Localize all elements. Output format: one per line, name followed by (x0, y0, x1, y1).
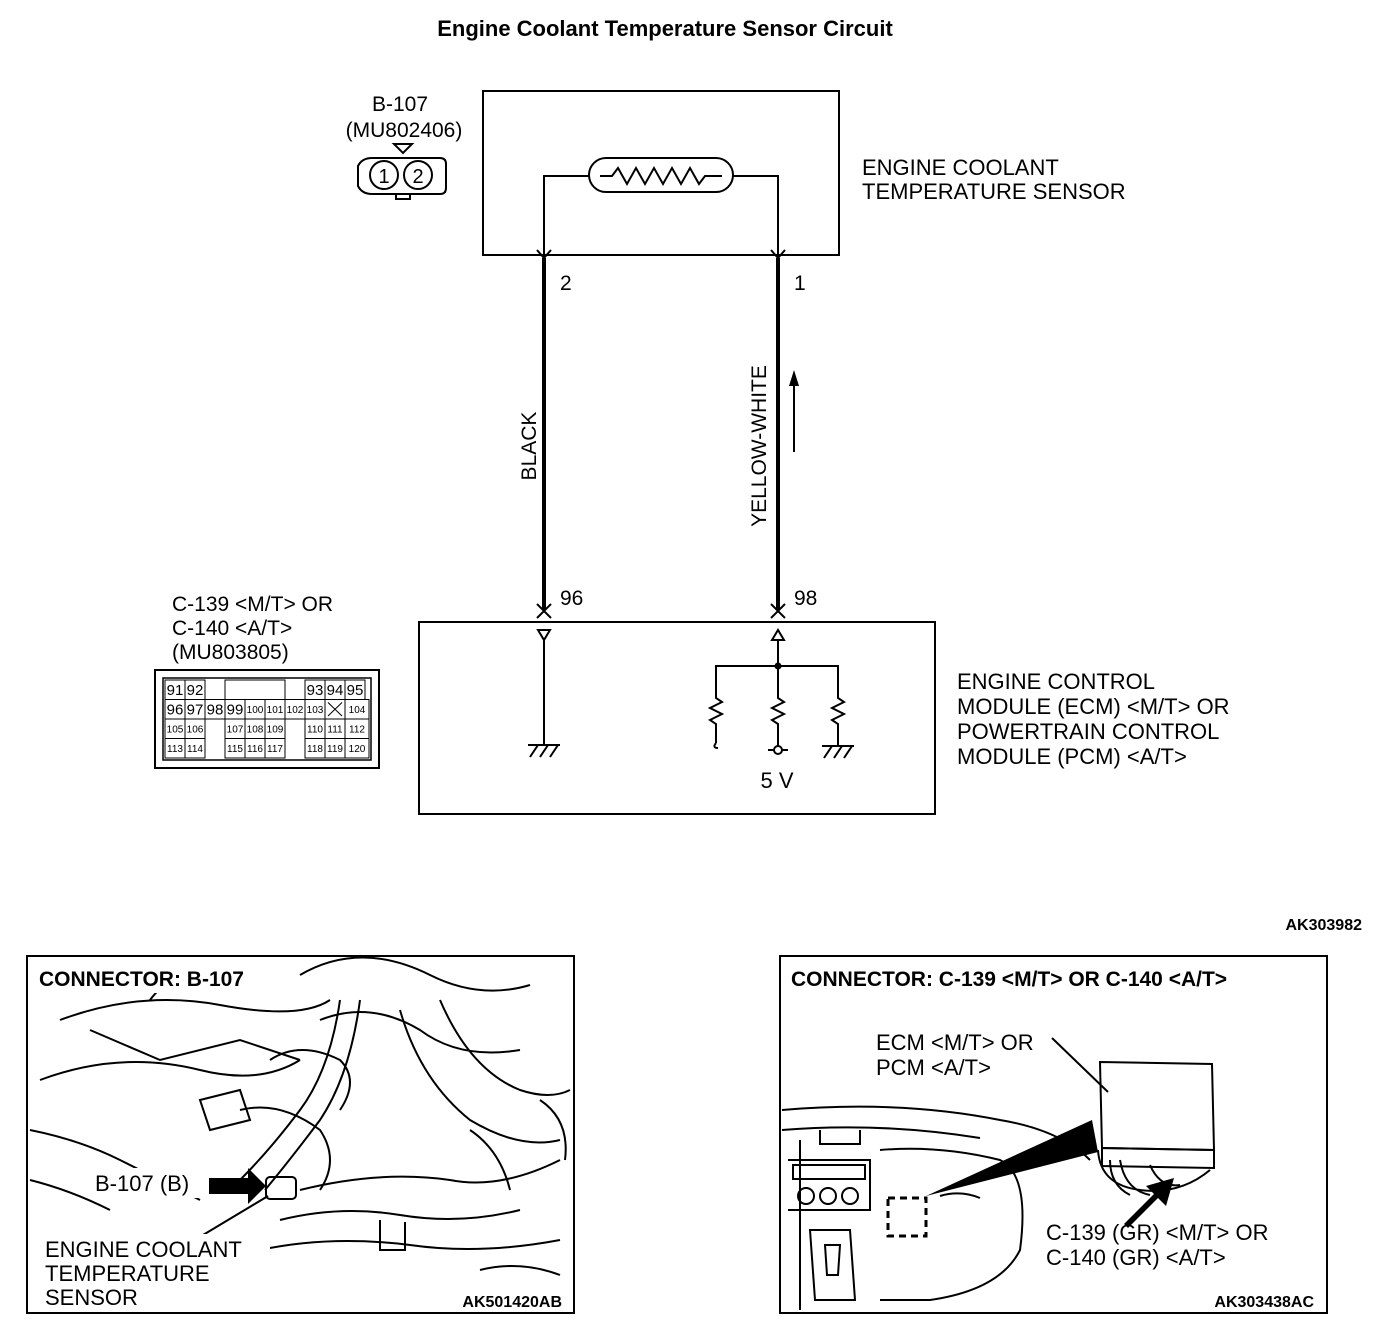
sensor-label-line: TEMPERATURE SENSOR (862, 179, 1126, 204)
sensor-internal-wire (543, 175, 590, 258)
wire-color-label: YELLOW-WHITE (748, 365, 771, 527)
pin-number: 97 (187, 702, 204, 719)
pin-number: 112 (349, 724, 365, 735)
unused-pin-icon (327, 702, 343, 717)
engine-bay-illustration (29, 956, 571, 1281)
sensor-connector-part: (MU802406) (346, 119, 463, 142)
sensor-location-label: ENGINE COOLANT (45, 1237, 242, 1262)
pin-number: 93 (307, 682, 324, 699)
ground-icon (822, 745, 854, 759)
sensor-box (482, 90, 840, 256)
pin-number: 109 (267, 724, 284, 735)
sensor-internal-wire (732, 175, 779, 258)
pin-number: 99 (227, 702, 244, 719)
module-connector-line: C-140 <A/T> (172, 617, 292, 640)
supply-voltage: 5 V (760, 768, 793, 793)
sensor-pin-number: 1 (794, 272, 806, 295)
pin-number: 101 (267, 705, 284, 716)
module-location-marker (886, 1196, 928, 1238)
thermistor-symbol (588, 157, 734, 193)
sensor-connector-id: B-107 (372, 93, 428, 116)
sensor-pin-number: 2 (560, 272, 572, 295)
terminal-marker (536, 609, 552, 619)
zoom-wedge (926, 1120, 1098, 1196)
pin-number: 114 (187, 744, 203, 755)
module-label-line: MODULE (ECM) <M/T> OR (957, 694, 1230, 719)
pin-number: 100 (247, 705, 264, 716)
current-direction-arrow-icon (789, 370, 799, 452)
sensor-location-label: TEMPERATURE (45, 1261, 210, 1286)
pin-number: 103 (307, 705, 324, 716)
callout-label: B-107 (B) (95, 1171, 189, 1196)
module-connector-line: (MU803805) (172, 641, 289, 664)
connector-location-label: C-139 (GR) <M/T> OR (1046, 1220, 1268, 1245)
pin-number: 116 (247, 744, 263, 755)
module-label-line: MODULE (PCM) <A/T> (957, 744, 1187, 769)
pin-number: 120 (349, 744, 366, 755)
pin-number: 108 (247, 724, 264, 735)
sensor-connector: B-107 (MU802406) 1 2 (346, 93, 463, 200)
module-internal-circuit (528, 628, 854, 759)
terminal-marker (770, 609, 786, 619)
pin-number: 119 (327, 744, 343, 755)
pin-number: 96 (167, 702, 184, 719)
pin-number: 107 (227, 724, 244, 735)
connector-housing (357, 157, 447, 195)
panel-code: AK303438AC (1214, 1294, 1314, 1311)
sensor-location-label: SENSOR (45, 1285, 138, 1310)
pin-number: 110 (307, 724, 323, 735)
pin-number: 92 (187, 682, 204, 699)
pin-number: 115 (227, 744, 243, 755)
module-label-line: ENGINE CONTROL (957, 669, 1155, 694)
connector-location-label: C-140 (GR) <A/T> (1046, 1245, 1226, 1270)
module-box (418, 621, 936, 815)
connector-key-icon (391, 143, 415, 155)
module-label-line: POWERTRAIN CONTROL (957, 719, 1219, 744)
pointer-arrow-icon (1124, 1178, 1174, 1228)
panel-code: AK501420AB (462, 1294, 562, 1311)
pin-number: 105 (167, 724, 184, 735)
pin-number: 95 (347, 682, 364, 699)
connector-c139-panel: CONNECTOR: C-139 <M/T> OR C-140 <A/T> EC… (779, 955, 1328, 1314)
panel-heading: CONNECTOR: B-107 (39, 968, 244, 991)
connector-b107-panel: CONNECTOR: B-107 B-107 (B) ENGINE COOLAN… (26, 955, 575, 1314)
pin-number: 102 (287, 705, 304, 716)
module-location-label: PCM <A/T> (876, 1055, 991, 1080)
panel-heading: CONNECTOR: C-139 <M/T> OR C-140 <A/T> (791, 968, 1227, 991)
pin-number: 113 (167, 744, 183, 755)
pin-number: 91 (167, 682, 184, 699)
pin-number: 111 (327, 724, 343, 735)
leader-line (197, 1195, 269, 1239)
pointer-arrow-icon (209, 1168, 266, 1204)
diagram-code: AK303982 (1286, 917, 1363, 934)
pin-cell (264, 738, 286, 759)
diagram-title: Engine Coolant Temperature Sensor Circui… (437, 16, 893, 41)
pin-cell (344, 738, 370, 759)
leader-line (1051, 1037, 1109, 1093)
module-connector-line: C-139 <M/T> OR (172, 593, 333, 616)
ground-icon (528, 744, 560, 758)
pin-number: 94 (327, 682, 344, 699)
connector-latch (395, 193, 411, 200)
module-pin-number: 98 (794, 587, 817, 610)
module-location-label: ECM <M/T> OR (876, 1030, 1034, 1055)
pin-number: 98 (207, 702, 224, 719)
pin-label: 2 (412, 166, 423, 188)
pin-number: 104 (349, 705, 366, 716)
pin-label: 1 (378, 166, 389, 188)
pin-number: 117 (267, 744, 283, 755)
wire-color-label: BLACK (518, 412, 541, 481)
sensor-label-line: ENGINE COOLANT (862, 155, 1059, 180)
pin-circle (403, 160, 433, 190)
pin-number: 106 (187, 724, 204, 735)
pin-cell (224, 679, 286, 700)
pin-number: 118 (307, 744, 323, 755)
module-pin-number: 96 (560, 587, 583, 610)
pin-cell (184, 738, 206, 759)
pin-circle (369, 160, 399, 190)
dashboard-illustration (781, 1060, 1216, 1310)
